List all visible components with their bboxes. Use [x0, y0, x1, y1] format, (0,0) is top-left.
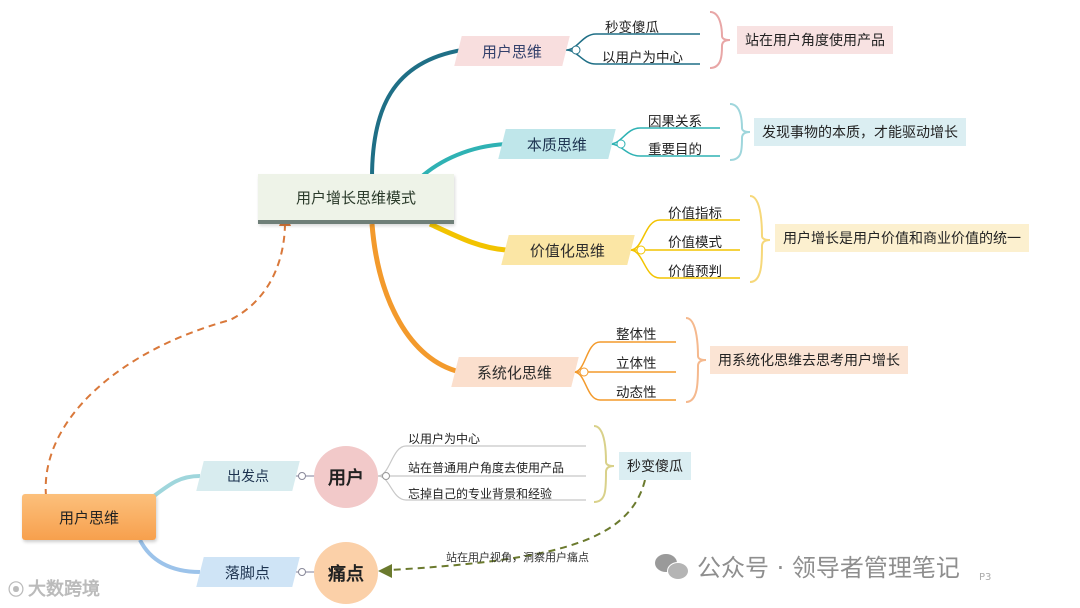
summary-brace: [709, 11, 731, 69]
root-topic[interactable]: 用户思维: [22, 494, 156, 540]
arrowhead: [378, 564, 392, 578]
connector-user-thinking: [370, 48, 463, 179]
summary-brace: [749, 195, 771, 283]
leaf-item[interactable]: 忘掉自己的专业背景和经验: [408, 487, 553, 501]
leaf-item[interactable]: 整体性: [616, 327, 657, 343]
connector-system-thinking: [369, 223, 461, 375]
collapse-toggle[interactable]: [616, 139, 626, 149]
leaf-item[interactable]: 秒变傻瓜: [605, 20, 659, 36]
branch-value-thinking[interactable]: 价值化思维: [501, 235, 635, 265]
connector-essence-thinking: [418, 142, 507, 180]
dashed-arrow-to-central: [44, 221, 286, 497]
watermark-left-text: 大数跨境: [28, 579, 101, 600]
pain-circle-node[interactable]: 痛点: [314, 542, 378, 604]
user-circle-label: 用户: [328, 468, 364, 489]
leaf-line: [609, 127, 720, 145]
summary-value-thinking[interactable]: 用户增长是用户价值和商业价值的统一: [775, 224, 1029, 252]
collapse-toggle[interactable]: [579, 367, 589, 377]
watermark-right: 公众号 · 领导者管理笔记: [655, 548, 960, 583]
leaf-item[interactable]: 站在普通用户角度去使用产品: [408, 461, 565, 475]
leaf-line: [377, 445, 586, 477]
summary-label: 秒变傻瓜: [627, 459, 683, 475]
leaf-line: [377, 475, 586, 501]
connector-start: [152, 474, 201, 498]
leaf-item[interactable]: 动态性: [616, 385, 657, 401]
leaf-item[interactable]: 因果关系: [648, 114, 702, 130]
page-number: P3: [979, 572, 992, 583]
branch-label: 价值化思维: [530, 241, 606, 260]
end-point-label: 落脚点: [225, 563, 271, 582]
wechat-icon: [655, 552, 689, 580]
watermark-right-text: 公众号 · 领导者管理笔记: [697, 554, 960, 582]
connector-value-thinking: [428, 221, 507, 253]
leaf-item[interactable]: 以用户为中心: [408, 432, 481, 446]
leaf-item[interactable]: 以用户为中心: [602, 50, 683, 66]
leaf-item[interactable]: 价值模式: [668, 235, 722, 251]
brand-logo-icon: ⦿: [8, 580, 25, 599]
leaf-line: [565, 33, 700, 51]
summary-user-thinking[interactable]: 站在用户角度使用产品: [737, 26, 893, 54]
branch-user-thinking[interactable]: 用户思维: [454, 36, 570, 66]
pain-annotation: 站在用户视角，洞察用户痛点: [446, 551, 589, 564]
central-topic-label: 用户增长思维模式: [295, 188, 416, 207]
user-circle-node[interactable]: 用户: [314, 446, 378, 508]
summary-label: 用户增长是用户价值和商业价值的统一: [783, 231, 1021, 247]
branch-label: 用户思维: [481, 42, 542, 61]
branch-essence-thinking[interactable]: 本质思维: [498, 129, 616, 159]
branch-label: 系统化思维: [477, 363, 553, 382]
watermark-left: ⦿ 大数跨境: [8, 575, 100, 601]
leaf-item[interactable]: 价值预判: [668, 264, 722, 280]
summary-user-node[interactable]: 秒变傻瓜: [619, 452, 691, 480]
leaf-line: [573, 341, 676, 373]
collapse-toggle[interactable]: [636, 245, 646, 255]
connector-end: [138, 539, 201, 574]
root-topic-label: 用户思维: [58, 508, 119, 527]
leaf-item[interactable]: 重要目的: [648, 142, 702, 158]
summary-label: 站在用户角度使用产品: [745, 33, 885, 49]
pain-circle-label: 痛点: [328, 564, 364, 585]
summary-brace: [729, 103, 751, 161]
central-topic[interactable]: 用户增长思维模式: [258, 174, 454, 224]
collapse-toggle[interactable]: [298, 568, 306, 576]
leaf-line: [609, 143, 720, 157]
collapse-toggle[interactable]: [571, 45, 581, 55]
leaf-line: [573, 371, 676, 401]
summary-essence-thinking[interactable]: 发现事物的本质，才能驱动增长: [754, 118, 966, 146]
summary-label: 发现事物的本质，才能驱动增长: [762, 125, 958, 141]
summary-system-thinking[interactable]: 用系统化思维去思考用户增长: [710, 346, 908, 374]
summary-brace: [593, 425, 615, 503]
leaf-item[interactable]: 立体性: [616, 356, 657, 372]
start-point-label: 出发点: [227, 469, 269, 485]
start-point-node[interactable]: 出发点: [196, 461, 300, 491]
branch-system-thinking[interactable]: 系统化思维: [451, 357, 579, 387]
collapse-toggle[interactable]: [382, 472, 390, 480]
branch-label: 本质思维: [526, 135, 587, 154]
leaf-line: [629, 249, 740, 279]
dashed-arrow-to-pain: [389, 479, 646, 571]
leaf-line: [629, 219, 740, 251]
end-point-node[interactable]: 落脚点: [196, 557, 300, 587]
leaf-item[interactable]: 价值指标: [668, 206, 722, 222]
leaf-line: [565, 49, 700, 65]
collapse-toggle[interactable]: [298, 472, 306, 480]
summary-label: 用系统化思维去思考用户增长: [718, 353, 900, 369]
summary-brace: [685, 317, 707, 403]
